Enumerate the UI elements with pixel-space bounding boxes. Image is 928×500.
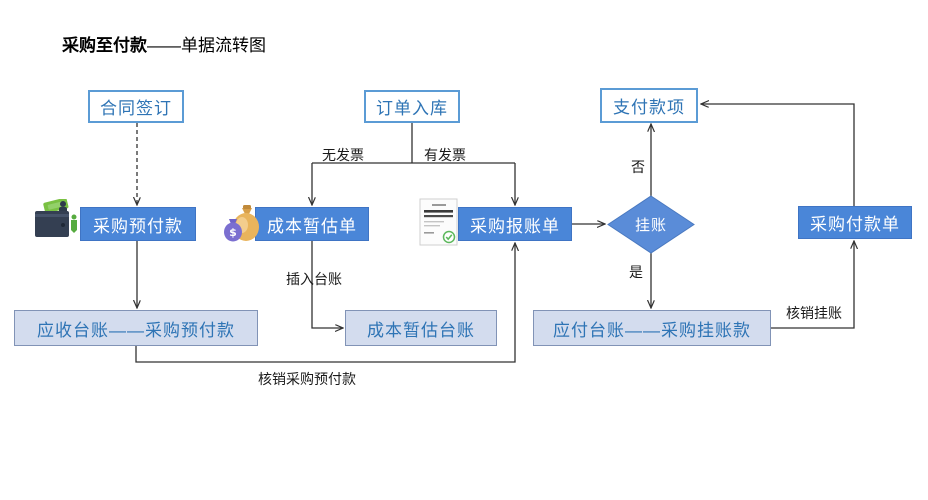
node-purchase-prepay-label: 采购预付款 (93, 216, 183, 236)
svg-text:$: $ (229, 226, 237, 239)
label-writeoff-prepay: 核销采购预付款 (258, 371, 356, 387)
node-cost-estimate-doc-label: 成本暂估单 (267, 216, 357, 236)
node-receivable-ledger: 应收台账——采购预付款 (14, 310, 258, 346)
node-purchase-expense-doc: 采购报账单 (458, 207, 572, 241)
decision-diamond-label: 挂账 (634, 216, 667, 234)
edge-writeoff-pending-loop (771, 241, 854, 329)
node-cost-estimate-ledger: 成本暂估台账 (345, 310, 497, 346)
node-order-inbound: 订单入库 (364, 90, 460, 123)
label-writeoff-pending: 核销挂账 (786, 305, 842, 321)
wallet-money-icon (32, 197, 80, 246)
title-rest: ——单据流转图 (147, 36, 266, 55)
label-decision-no: 否 (631, 159, 645, 175)
node-purchase-payment-doc-label: 采购付款单 (810, 215, 900, 234)
node-cost-estimate-doc: 成本暂估单 (255, 207, 369, 241)
label-decision-yes: 是 (629, 264, 643, 280)
edge-writeoff-prepay-loop (135, 243, 515, 363)
decision-diamond (607, 195, 695, 254)
node-purchase-prepay: 采购预付款 (80, 207, 196, 241)
node-contract-sign-label: 合同签订 (100, 99, 172, 118)
node-purchase-expense-doc-label: 采购报账单 (470, 216, 560, 236)
label-has-invoice: 有发票 (424, 147, 466, 163)
node-pay-funds: 支付款项 (600, 88, 698, 123)
title-bold: 采购至付款 (62, 36, 147, 55)
node-payable-ledger-label: 应付台账——采购挂账款 (553, 320, 751, 340)
label-no-invoice: 无发票 (322, 147, 364, 163)
edge-estimate-to-ledger (311, 241, 343, 328)
node-purchase-payment-doc: 采购付款单 (798, 206, 912, 239)
node-payable-ledger: 应付台账——采购挂账款 (533, 310, 771, 346)
label-insert-ledger: 插入台账 (286, 271, 342, 287)
page-title: 采购至付款——单据流转图 (62, 31, 266, 56)
node-order-inbound-label: 订单入库 (376, 99, 448, 118)
node-cost-estimate-ledger-label: 成本暂估台账 (367, 320, 475, 340)
node-pay-funds-label: 支付款项 (613, 98, 685, 117)
edge-payment-to-payfunds (701, 104, 855, 206)
receipt-check-icon (418, 197, 460, 252)
money-bags-icon: $ (222, 199, 260, 248)
node-receivable-ledger-label: 应收台账——采购预付款 (37, 320, 235, 340)
node-contract-sign: 合同签订 (88, 90, 184, 123)
